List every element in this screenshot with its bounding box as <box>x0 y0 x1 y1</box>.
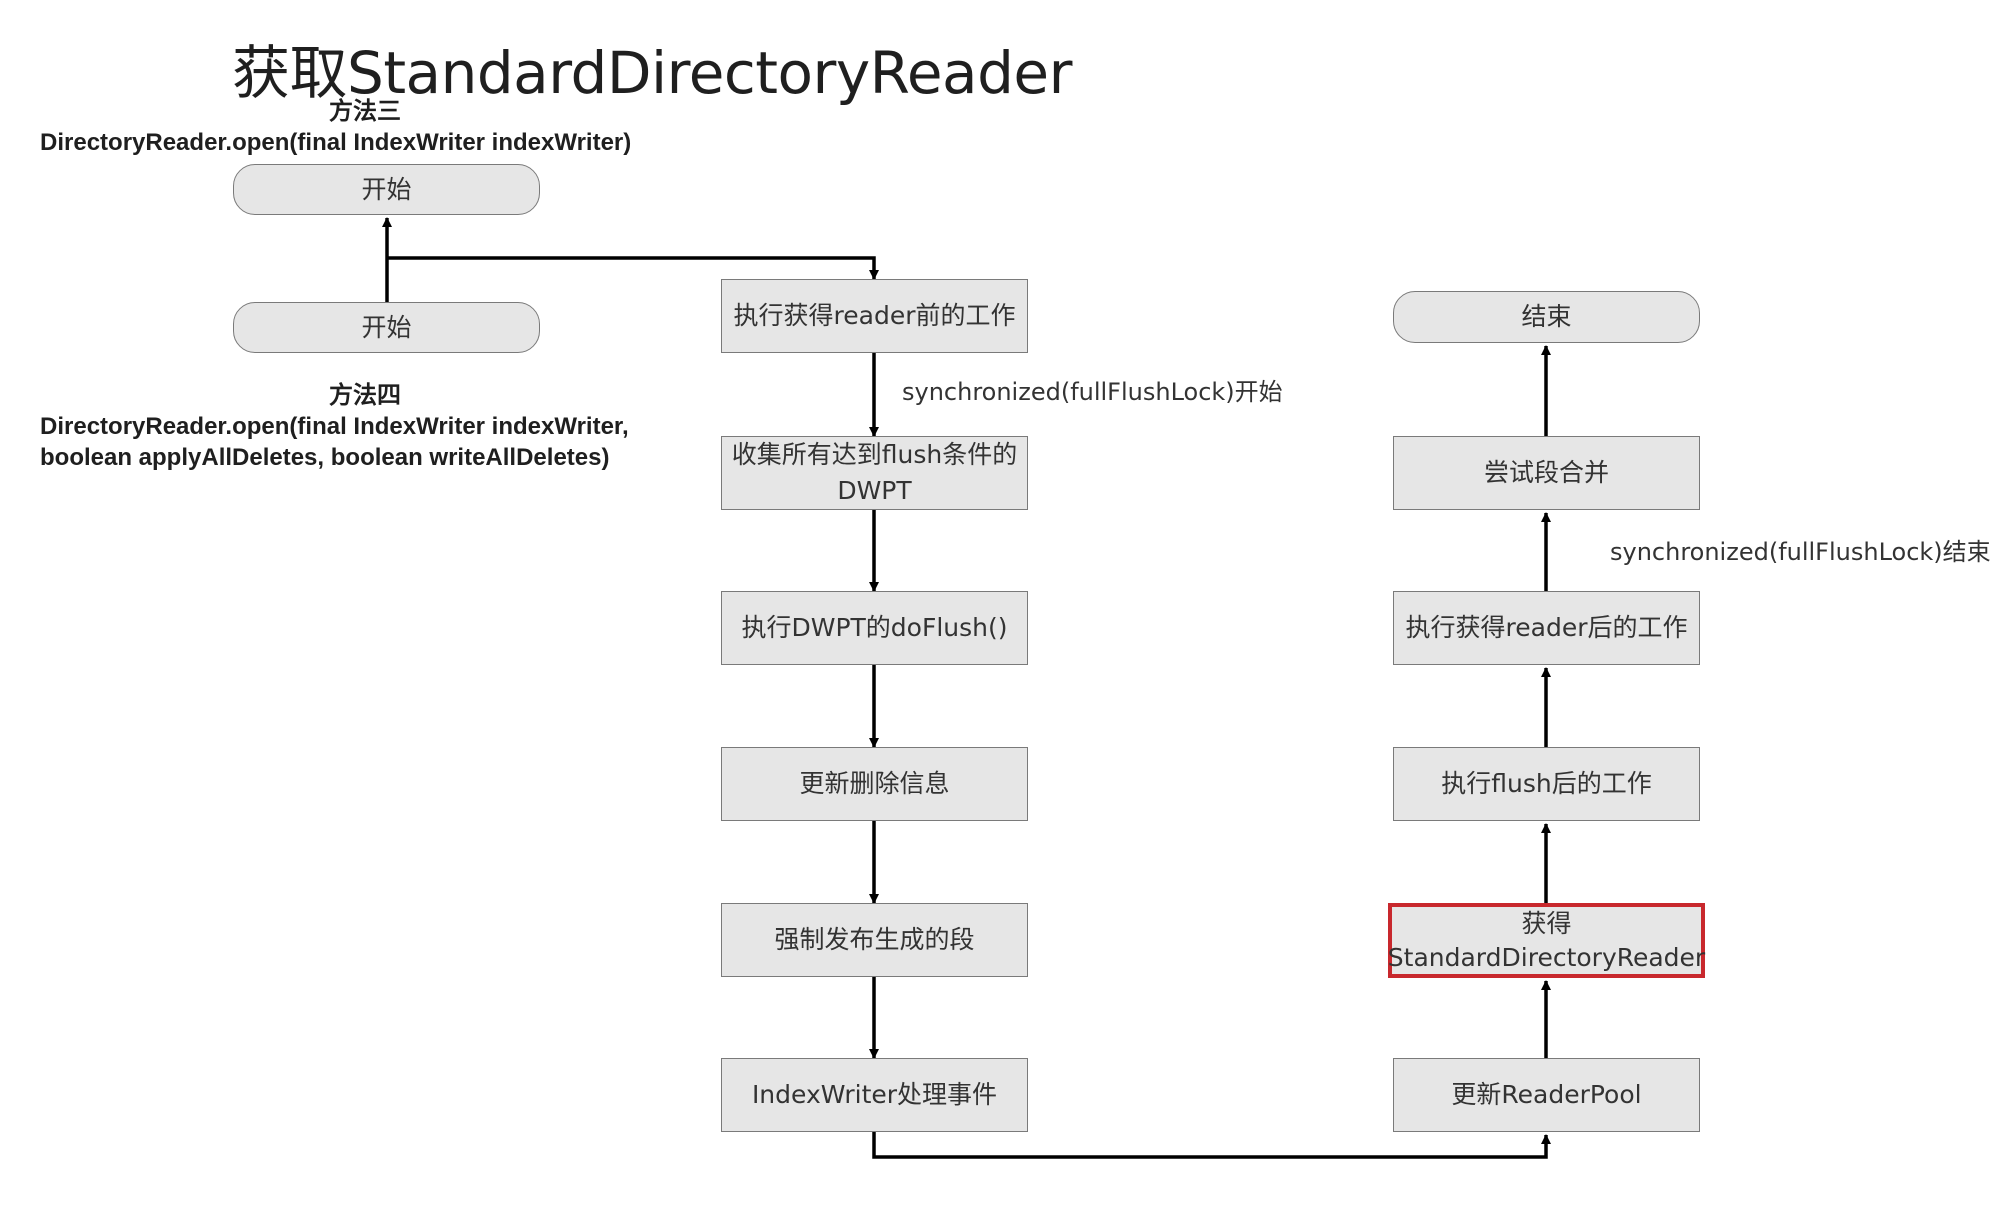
indexwriter-events-label: IndexWriter处理事件 <box>751 1080 998 1109</box>
update-readerpool-label: 更新ReaderPool <box>1451 1080 1642 1109</box>
start-node-method3-label: 开始 <box>361 174 412 204</box>
get-reader-node: 获得 StandardDirectoryReader <box>1388 903 1705 978</box>
before-reader-label: 执行获得reader前的工作 <box>733 301 1016 330</box>
method4-signature-line1: DirectoryReader.open(final IndexWriter i… <box>40 413 629 440</box>
force-publish-label: 强制发布生成的段 <box>774 925 975 954</box>
edge-start4-to-before-reader <box>387 256 879 280</box>
method4-signature-line2: boolean applyAllDeletes, boolean writeAl… <box>40 444 610 471</box>
lock-start-label: synchronized(fullFlushLock)开始 <box>902 378 1283 406</box>
update-readerpool-node: 更新ReaderPool <box>1393 1058 1700 1132</box>
force-publish-node: 强制发布生成的段 <box>721 903 1028 977</box>
try-merge-node: 尝试段合并 <box>1393 436 1700 510</box>
method3-caption: 方法三 DirectoryReader.open(final IndexWrit… <box>40 96 690 158</box>
method4-caption: 方法四 DirectoryReader.open(final IndexWrit… <box>40 380 690 473</box>
collect-dwpt-label: 收集所有达到flush条件的DWPT <box>731 440 1018 505</box>
end-node-label: 结束 <box>1521 302 1572 331</box>
edge-events-to-readerpool <box>872 1132 1551 1159</box>
start-node-method4-label: 开始 <box>361 312 412 342</box>
start-node-method3: 开始 <box>233 164 540 215</box>
collect-dwpt-node: 收集所有达到flush条件的DWPT <box>721 436 1028 510</box>
update-deletes-node: 更新删除信息 <box>721 747 1028 821</box>
method3-signature: DirectoryReader.open(final IndexWriter i… <box>40 129 632 156</box>
page-title: 获取StandardDirectoryReader <box>232 39 1072 107</box>
before-reader-node: 执行获得reader前的工作 <box>721 279 1028 353</box>
get-reader-label-line1: 获得 <box>1521 908 1572 938</box>
do-flush-node: 执行DWPT的doFlush() <box>721 591 1028 665</box>
lock-end-label: synchronized(fullFlushLock)结束 <box>1610 538 1991 566</box>
method3-heading: 方法三 <box>329 98 401 125</box>
after-reader-label: 执行获得reader后的工作 <box>1405 613 1688 642</box>
end-node: 结束 <box>1393 291 1700 343</box>
after-flush-label: 执行flush后的工作 <box>1441 769 1652 798</box>
after-reader-node: 执行获得reader后的工作 <box>1393 591 1700 665</box>
update-deletes-label: 更新删除信息 <box>799 769 950 798</box>
try-merge-label: 尝试段合并 <box>1483 458 1609 487</box>
do-flush-label: 执行DWPT的doFlush() <box>741 613 1008 642</box>
start-node-method4: 开始 <box>233 302 540 353</box>
method4-heading: 方法四 <box>329 382 401 409</box>
indexwriter-events-node: IndexWriter处理事件 <box>721 1058 1028 1132</box>
get-reader-label-line2: StandardDirectoryReader <box>1387 942 1706 972</box>
after-flush-node: 执行flush后的工作 <box>1393 747 1700 821</box>
